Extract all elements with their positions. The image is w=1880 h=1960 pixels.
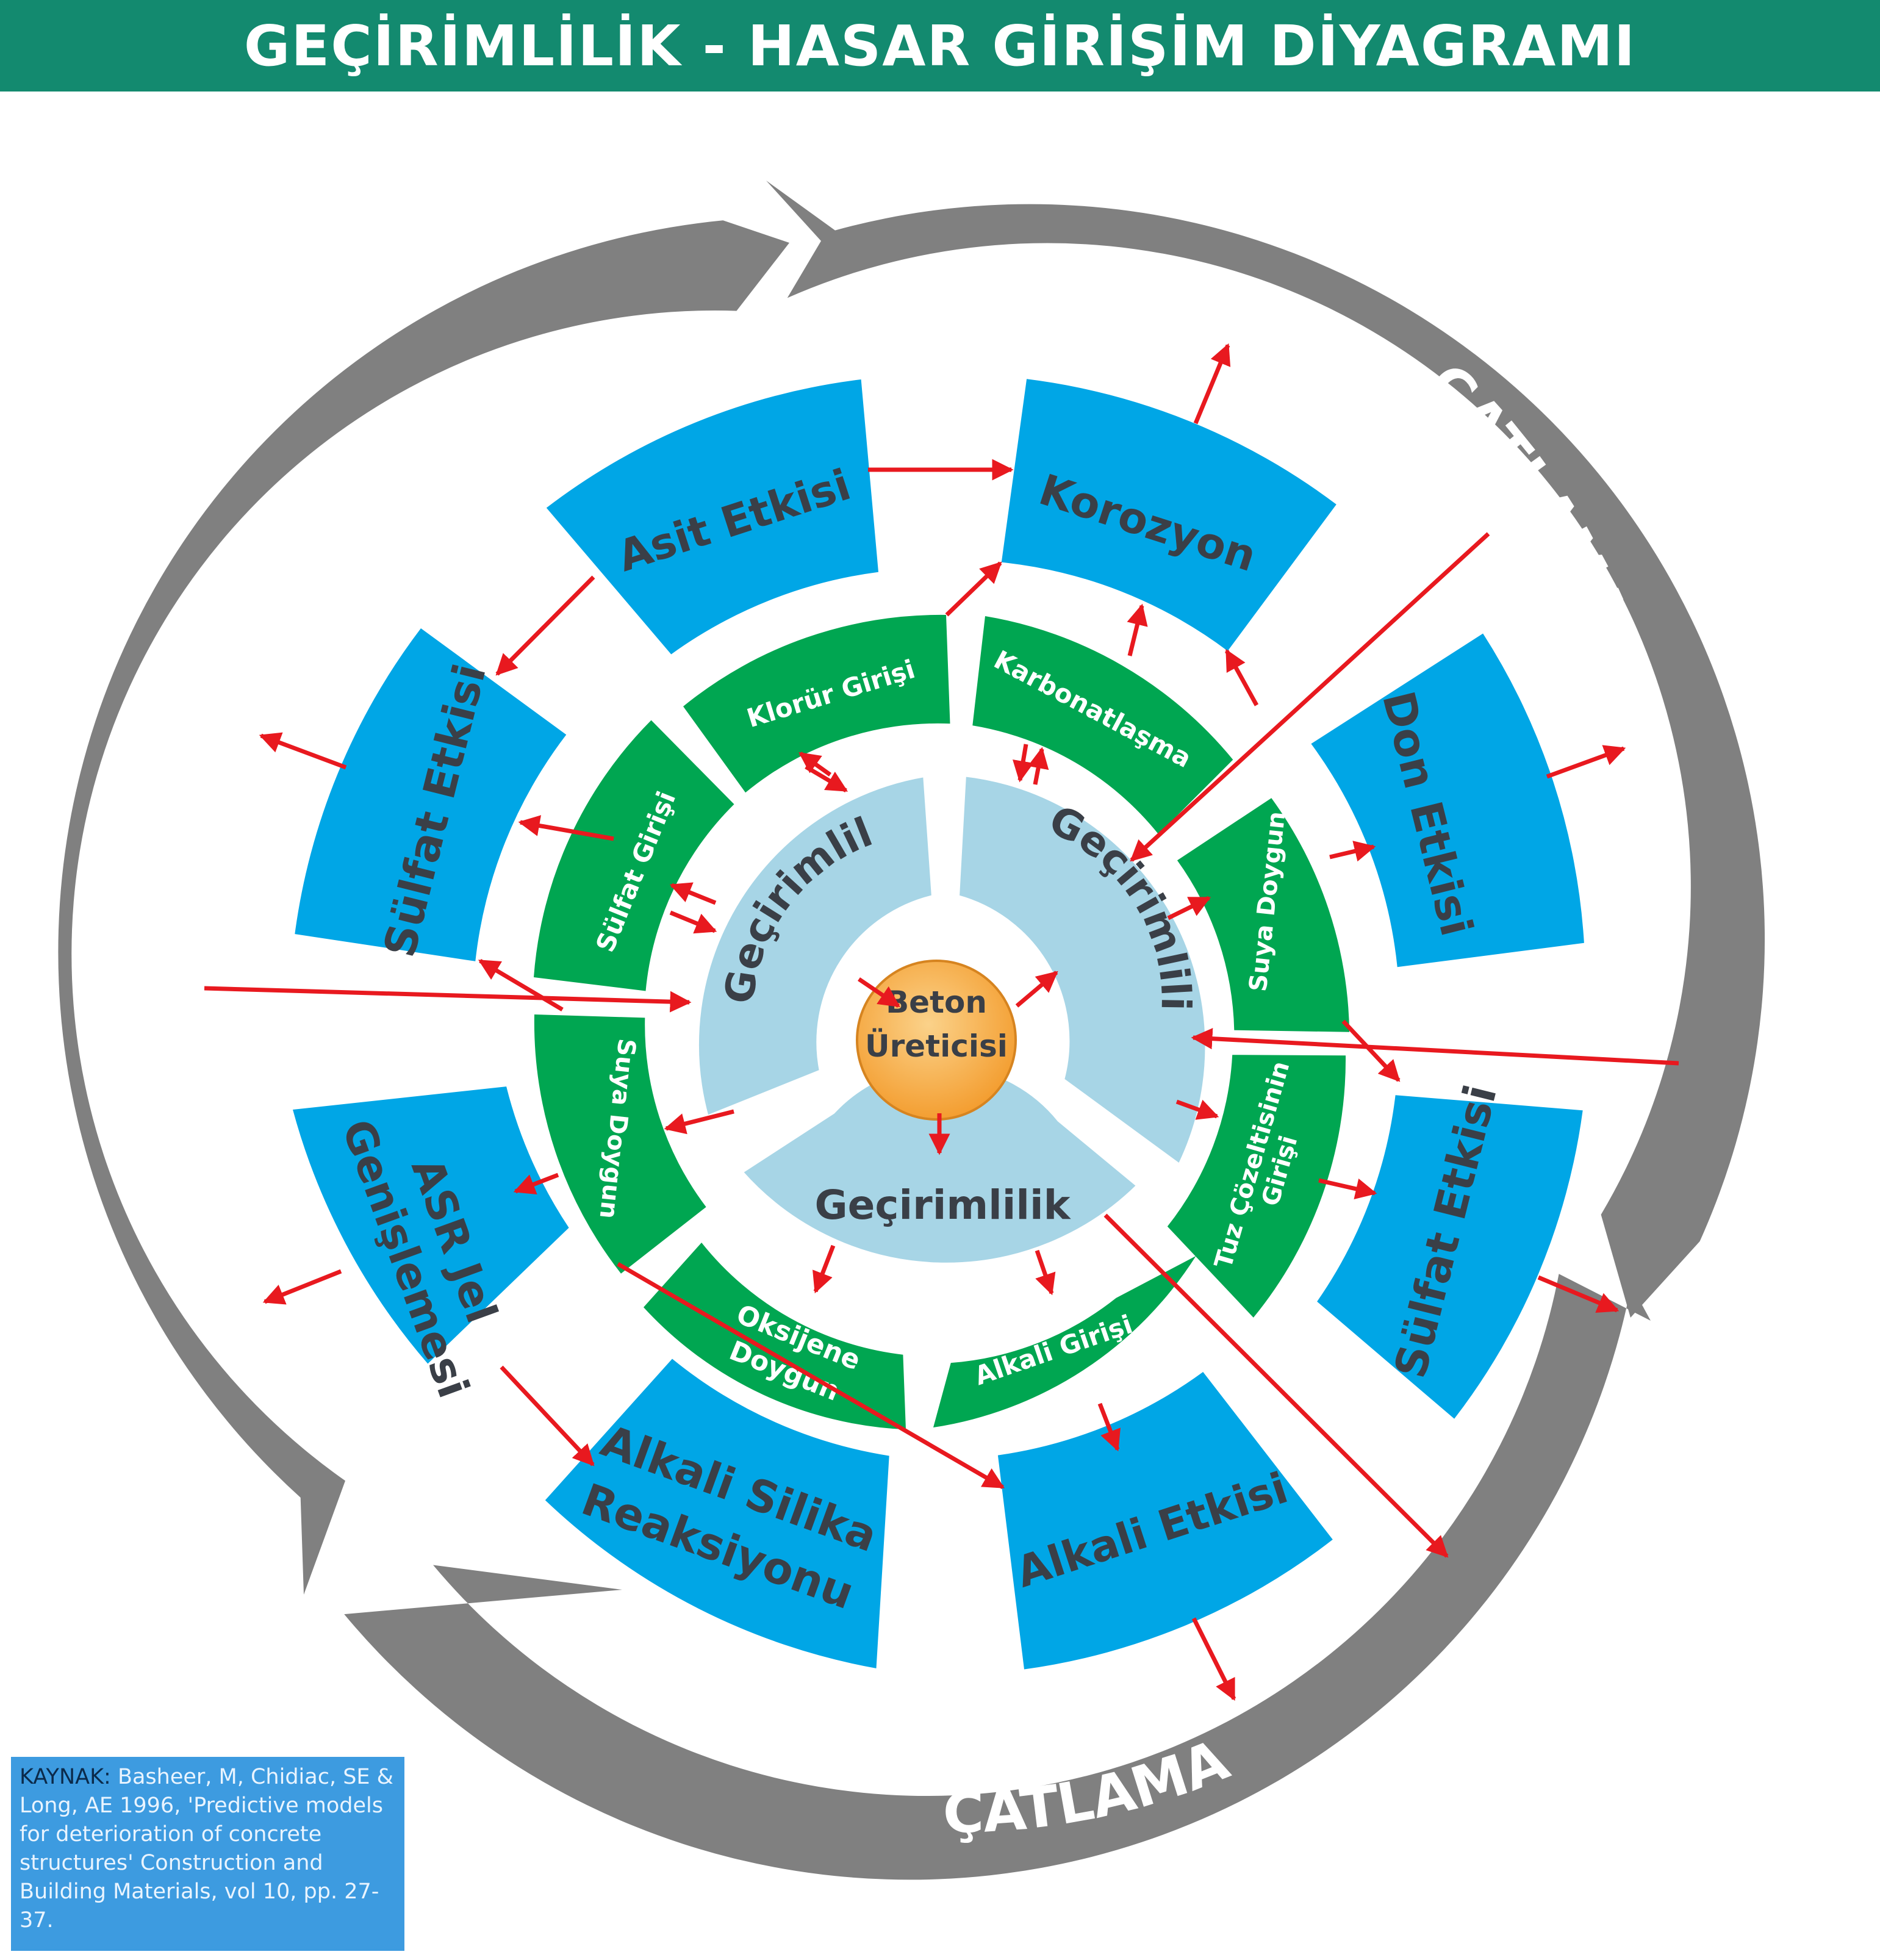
inner-segment-left <box>695 773 936 1120</box>
permeability-ring <box>695 772 1209 1266</box>
interaction-arrows <box>204 343 1679 1701</box>
box-korozyon <box>1001 379 1336 652</box>
box-don <box>1311 633 1584 967</box>
ring-alkali-girisi <box>933 1255 1196 1427</box>
ingress-ring <box>534 614 1350 1430</box>
ring-suya-doygun-left <box>534 1014 706 1274</box>
permeability-label-bottom: Geçirimlilik <box>814 1182 1071 1229</box>
ring-suya-doygun-right <box>1177 798 1350 1032</box>
outer-cracking-ring <box>58 181 1765 1880</box>
source-note: KAYNAK: Basheer, M, Chidiac, SE & Long, … <box>11 1757 404 1951</box>
ring-sulfat-girisi <box>534 720 734 991</box>
ring-oksijene <box>644 1243 906 1430</box>
box-asr <box>545 1359 889 1668</box>
center-node: Beton Üreticisi <box>856 960 1017 1121</box>
box-sulfat-right <box>1317 1095 1583 1419</box>
source-text: Basheer, M, Chidiac, SE & Long, AE 1996,… <box>20 1765 393 1933</box>
box-sulfat-left <box>295 628 567 961</box>
title-bar: GEÇİRİMLİLİK - HASAR GİRİŞİM DİYAGRAMI <box>0 0 1880 92</box>
center-label-line2: Üreticisi <box>865 1028 1008 1064</box>
box-alkali-etkisi <box>997 1372 1333 1670</box>
ring-tuz <box>1167 1055 1346 1318</box>
page-title: GEÇİRİMLİLİK - HASAR GİRİŞİM DİYAGRAMI <box>243 13 1637 79</box>
inner-segment-right <box>955 772 1209 1169</box>
damage-boxes <box>293 379 1584 1670</box>
cracking-label-bottom: ÇATLAMA <box>942 1727 1237 1845</box>
center-label-line1: Beton <box>886 985 987 1020</box>
box-asr-jel <box>293 1086 569 1364</box>
source-label: KAYNAK: <box>20 1765 111 1789</box>
ring-klorur <box>683 614 950 793</box>
ring-karbonatlasma <box>972 616 1233 835</box>
box-asit <box>546 379 878 655</box>
